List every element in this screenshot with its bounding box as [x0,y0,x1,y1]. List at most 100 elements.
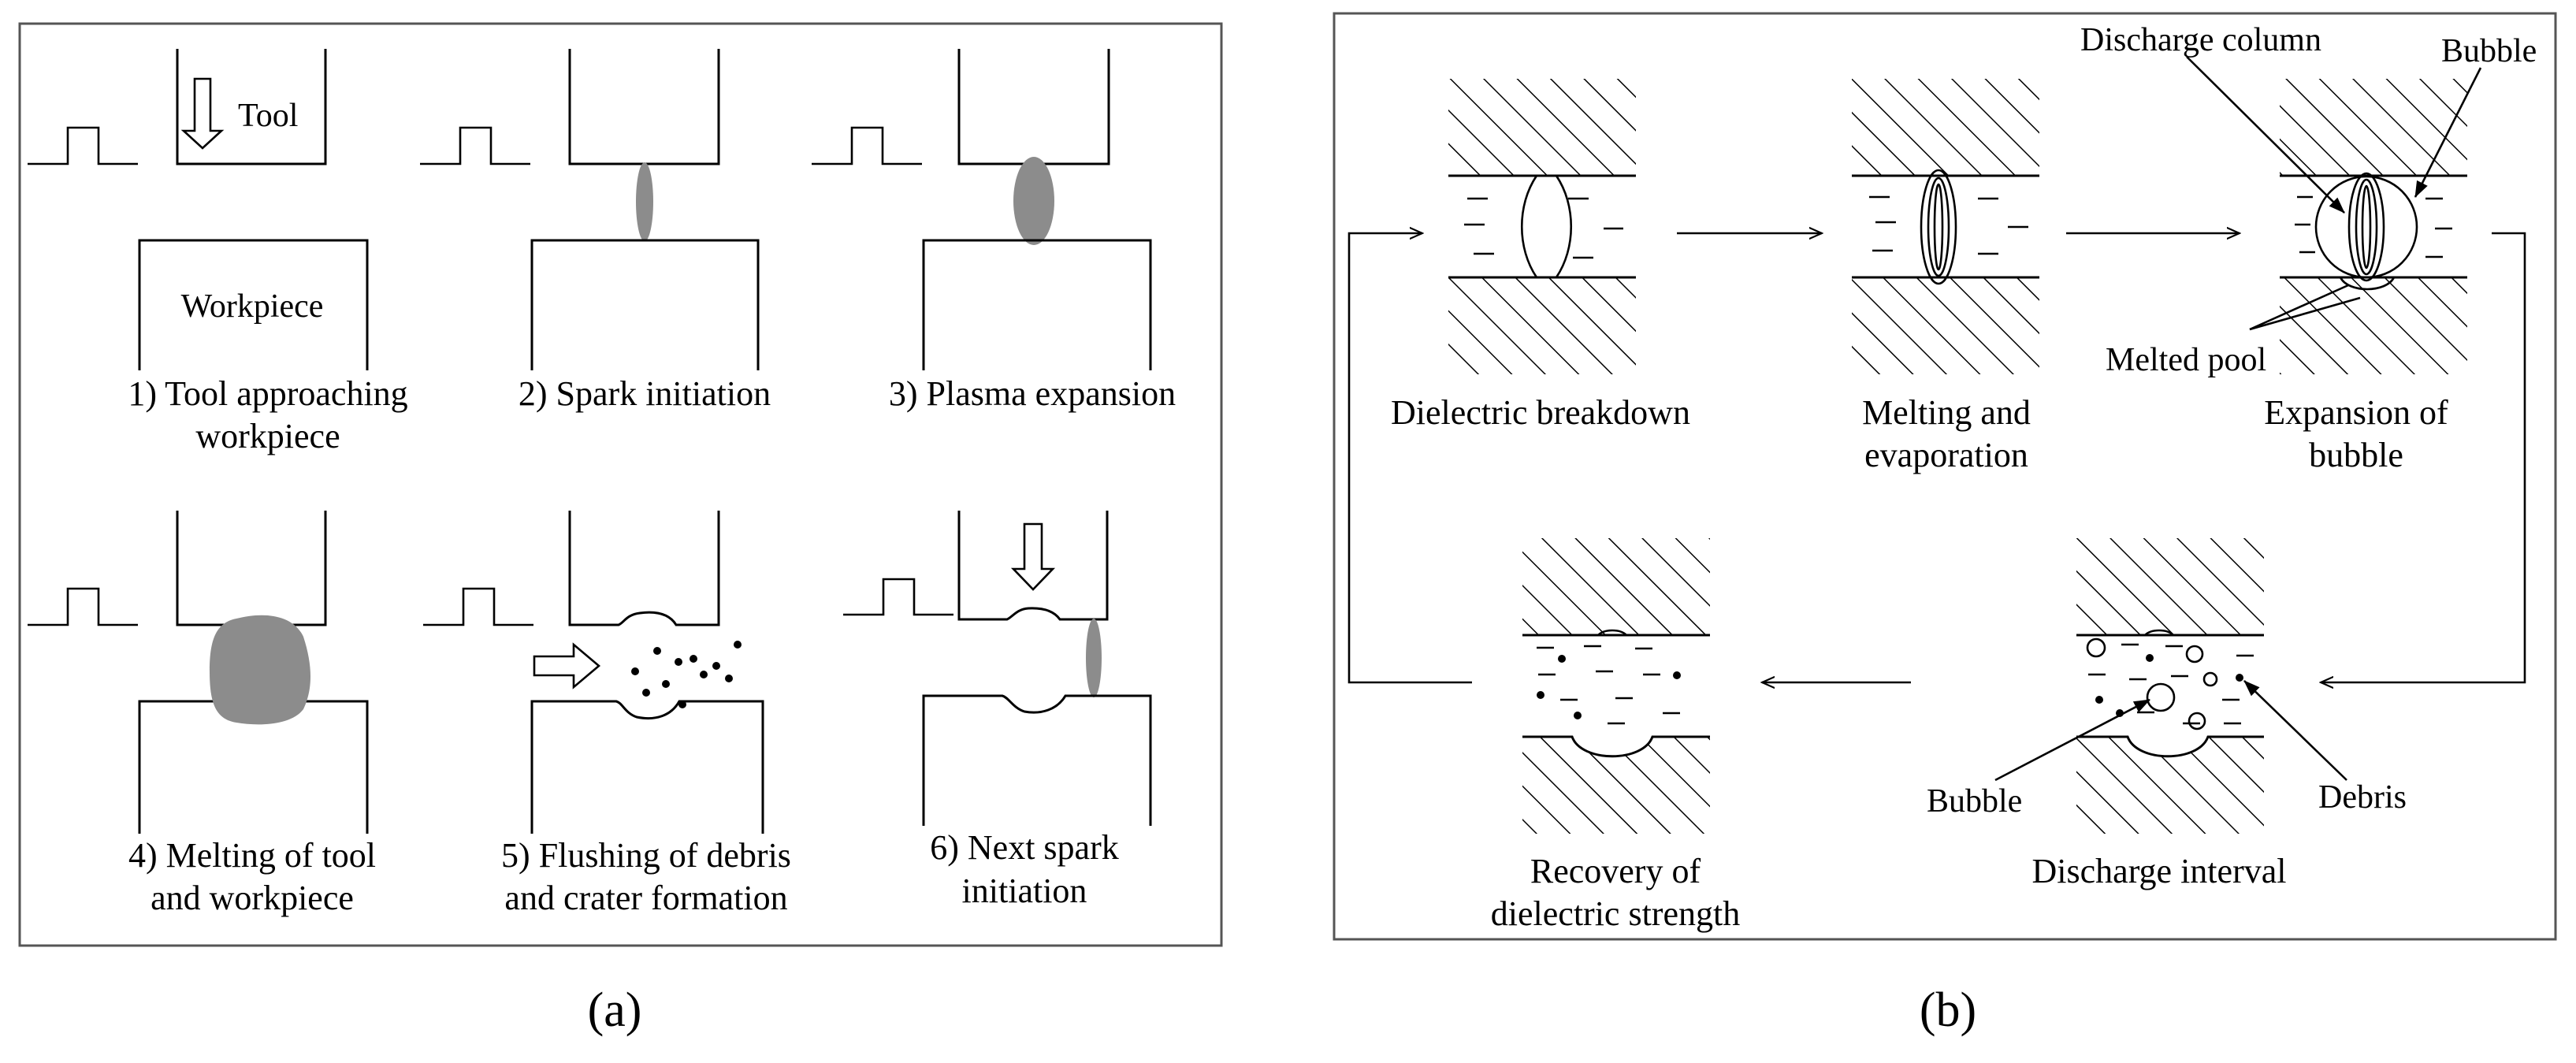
workpiece-cratered [530,700,764,834]
bubble-label-bottom: Bubble [1927,783,2022,820]
tool-electrode [176,511,327,626]
stage-2-caption-line1: Melting and [1862,393,2031,432]
stage-5-caption-line2: dielectric strength [1491,894,1740,933]
next-spark-channel [1086,619,1102,697]
discharge-column-leader [2186,56,2345,214]
upper-electrode-hatch [1852,79,2039,176]
molten-plasma-region [210,615,310,725]
tool-electrode-cratered [957,511,1109,621]
panel-b: Dielectric breakdown Melting and evapora… [1333,12,2557,1037]
stage-3-caption-line2: bubble [2309,436,2403,474]
flush-arrow-icon [533,642,601,689]
cycle-arrows [1347,232,2526,684]
lower-electrode-hatch [1852,277,2039,374]
stage-5-caption-line1: Recovery of [1530,852,1701,890]
stage-3-caption-line1: Expansion of [2264,393,2448,432]
debris-particles [2095,654,2243,717]
step-3-caption: 3) Plasma expansion [889,374,1176,413]
arrow-recovery-to-breakdown [1347,233,1472,684]
arrow-expansion-to-interval [2321,232,2526,682]
stage-discharge-interval: Bubble Debris Discharge interval [1927,538,2407,890]
discharge-column-label: Discharge column [2080,22,2321,58]
tool-label: Tool [238,98,298,134]
pulse-waveform-icon [28,126,138,165]
pulse-waveform-icon [420,126,530,165]
panel-a-frame [18,22,1223,947]
step-2-spark-initiation: 2) Spark initiation [420,49,771,413]
tool-crater [2144,629,2174,637]
step-6-caption-line2: initiation [962,872,1087,910]
spark-channel [636,162,653,241]
pulse-waveform-icon [812,126,922,165]
melted-pool-leader-1 [2249,284,2349,331]
workpiece [530,239,760,370]
down-arrow-icon [180,77,225,150]
debris-label: Debris [2318,779,2407,816]
stage-4-caption: Discharge interval [2032,852,2287,890]
tool-electrode-cratered [568,511,720,626]
down-arrow-icon [1010,522,1056,591]
panel-b-label: (b) [1920,983,1976,1037]
breakdown-channel [1521,175,1572,278]
melted-pool-leader-2 [2249,296,2361,331]
melted-pool-label: Melted pool [2106,342,2266,378]
step-6-next-spark: 6) Next spark initiation [843,511,1152,910]
dielectric-dashes [1537,645,1680,725]
stage-melting-evaporation: Melting and evaporation [1852,79,2039,474]
panel-a-label: (a) [588,983,642,1037]
tool-electrode [176,49,327,165]
stage-dielectric-breakdown: Dielectric breakdown [1391,79,1690,432]
bubble-leader [2414,67,2482,198]
pulse-waveform-icon [843,578,953,616]
stage-recovery-dielectric-strength: Recovery of dielectric strength [1491,538,1740,933]
crater-surface [2076,735,2264,758]
stage-2-caption-line2: evaporation [1864,436,2028,474]
bubbles [2086,637,2218,730]
dielectric-dashes [1869,195,2028,255]
step-4-melting: 4) Melting of tool and workpiece [28,511,376,917]
upper-electrode-hatch [1448,79,1636,176]
crater-surface [1522,735,1710,758]
workpiece [922,239,1152,370]
step-5-caption-line1: 5) Flushing of debris [501,836,791,875]
bubble-leader [1994,698,2150,782]
step-1-caption-line1: 1) Tool approaching [128,374,407,413]
workpiece [138,239,369,370]
stage-1-caption: Dielectric breakdown [1391,393,1690,432]
dielectric-dashes [2295,195,2452,258]
stage-expansion-of-bubble: Discharge column Bubble Melted pool Expa… [2080,22,2537,474]
bubble-label-top: Bubble [2441,33,2537,69]
lower-electrode-hatch [1448,277,1636,374]
step-5-flushing: 5) Flushing of debris and crater formati… [423,511,791,917]
step-5-caption-line2: and crater formation [504,879,787,917]
debris-leader [2243,680,2347,781]
workpiece-cratered [922,694,1152,826]
workpiece-label: Workpiece [181,288,324,325]
step-1-tool-approaching: Tool Workpiece 1) Tool approaching workp… [28,49,408,455]
step-6-caption-line1: 6) Next spark [930,828,1119,867]
step-2-caption: 2) Spark initiation [519,374,771,413]
upper-electrode-hatch [2280,79,2467,176]
upper-electrode-hatch [2076,538,2264,635]
panel-a: Tool Workpiece 1) Tool approaching workp… [18,22,1223,1037]
step-4-caption-line1: 4) Melting of tool [128,836,376,875]
tool-electrode [568,49,720,165]
dielectric-dashes [2088,643,2254,725]
step-1-caption-line2: workpiece [195,417,340,455]
debris-particles [631,641,742,708]
debris-particles [1537,655,1681,719]
lower-electrode-hatch [2280,277,2467,374]
step-3-plasma-expansion: 3) Plasma expansion [812,49,1176,413]
melted-pool [2339,277,2396,291]
plasma-channel [1013,157,1054,245]
pulse-waveform-icon [423,587,533,626]
bubble [2314,175,2418,279]
pulse-waveform-icon [28,587,138,626]
panel-b-frame [1333,12,2557,941]
upper-electrode-hatch [1522,538,1710,635]
tool-electrode [957,49,1110,165]
step-4-caption-line2: and workpiece [151,879,354,917]
dielectric-dashes [1464,197,1623,259]
discharge-column [2347,172,2385,282]
